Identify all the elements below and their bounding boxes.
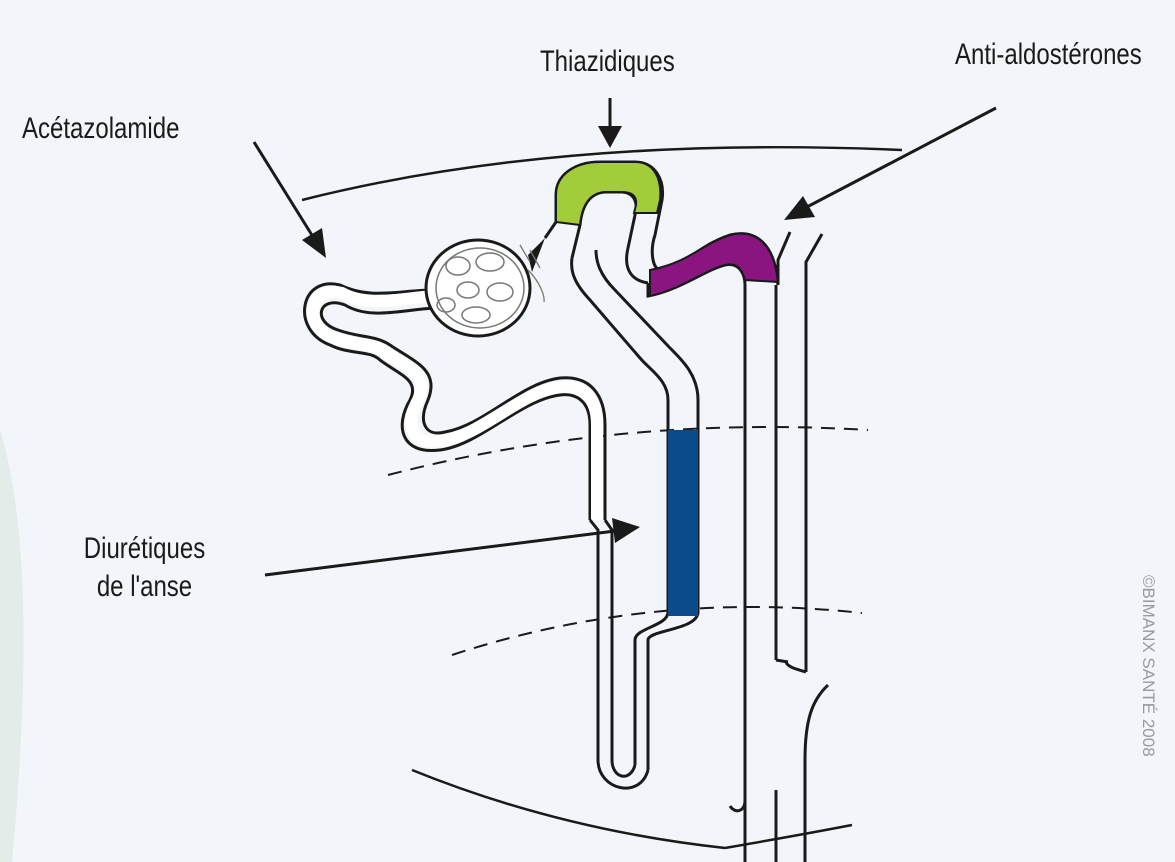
label-anti-aldosterone: Anti-aldostérones <box>955 38 1142 72</box>
acetazolamide-arrow <box>254 142 326 258</box>
medulla-dashed-line <box>452 607 862 655</box>
loop-diuretic-segment <box>668 430 698 616</box>
ascending-limb-left-wall <box>572 258 668 765</box>
label-acetazolamide: Acétazolamide <box>22 112 179 146</box>
label-thiazides: Thiazidiques <box>540 45 675 79</box>
papilla-left-curve <box>412 770 725 848</box>
label-loop-diuretics-line2: de l'anse <box>71 568 219 606</box>
anti-aldosterone-arrow <box>784 108 996 220</box>
loop-diuretic-arrow <box>265 518 640 575</box>
descending-limb-inner <box>605 520 635 776</box>
cortical-collecting-left-wall <box>730 285 745 811</box>
collecting-duct-left-wall <box>778 232 790 285</box>
left-tint-band <box>0 430 24 862</box>
glomerulus <box>426 240 544 336</box>
macula-densa-marker <box>528 238 545 272</box>
descending-limb-outer <box>590 520 648 788</box>
thiazide-arrow <box>598 98 622 148</box>
copyright-credit: ©BIMANX SANTÉ 2008 <box>1138 575 1158 757</box>
collecting-duct-right-wall <box>806 234 822 672</box>
anti-aldosterone-segment <box>650 234 778 296</box>
label-loop-diuretics: Diurétiques de l'anse <box>71 530 219 606</box>
label-loop-diuretics-line1: Diurétiques <box>71 530 219 568</box>
